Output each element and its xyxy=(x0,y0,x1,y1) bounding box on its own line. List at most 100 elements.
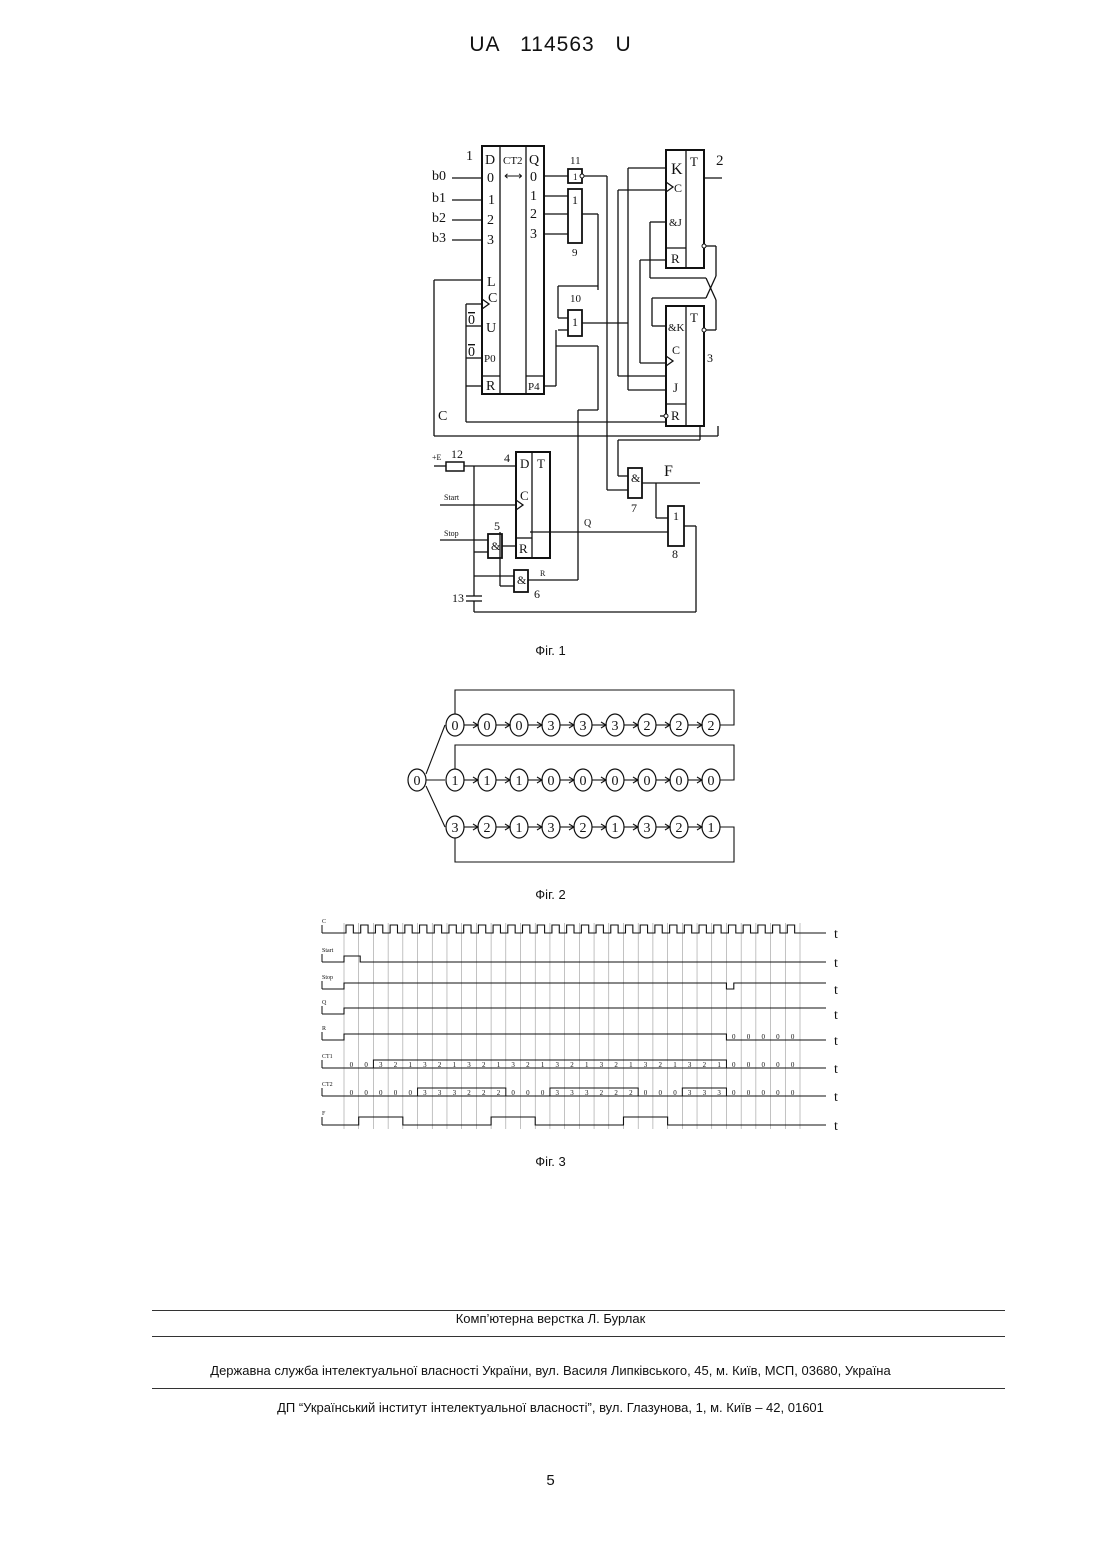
ct2-value-11: 0 xyxy=(511,1089,515,1097)
state-label-0-3: 3 xyxy=(548,719,555,734)
ct1-value-8: 3 xyxy=(467,1061,471,1069)
ct2-value-15: 3 xyxy=(570,1089,574,1097)
state-label-0-4: 3 xyxy=(580,719,587,734)
ct2-value-3: 0 xyxy=(394,1089,398,1097)
figure-3-caption: Фіг. 3 xyxy=(0,1154,1101,1169)
signal-label-2: Stop xyxy=(322,975,333,981)
ct2-value-27: 0 xyxy=(747,1089,751,1097)
ff3-pin-k: &K xyxy=(668,322,685,334)
ff3-pin-r: R xyxy=(671,408,680,423)
time-axis-label-3: t xyxy=(834,1008,838,1023)
ct2-value-8: 2 xyxy=(467,1089,471,1097)
ct1-value-12: 2 xyxy=(526,1061,530,1069)
ct2-value-14: 3 xyxy=(556,1089,560,1097)
time-axis-label-6: t xyxy=(834,1090,838,1105)
ct2-value-18: 2 xyxy=(614,1089,618,1097)
state-label-2-1: 2 xyxy=(484,821,491,836)
start-state-label: 0 xyxy=(414,774,421,789)
state-label-2-5: 1 xyxy=(612,821,619,836)
b2-label: b2 xyxy=(432,211,446,226)
state-label-1-8: 0 xyxy=(708,774,715,789)
loop-2 xyxy=(455,827,734,862)
dff4-pin-c: C xyxy=(520,488,529,503)
start-branch-2 xyxy=(426,786,445,827)
figure-3-timing-diagram: CtStarttStoptQtRtCT1tCT2tFt0000000321321… xyxy=(0,915,1101,1145)
ct2-value-24: 3 xyxy=(703,1089,707,1097)
ct2-value-12: 0 xyxy=(526,1089,530,1097)
waveform-r xyxy=(322,1034,826,1040)
ct2-value-25: 3 xyxy=(717,1089,721,1097)
footer-agency-address: Державна служба інтелектуальної власност… xyxy=(0,1363,1101,1378)
state-label-1-6: 0 xyxy=(644,774,651,789)
state-label-2-2: 1 xyxy=(516,821,523,836)
ct2-value-13: 0 xyxy=(541,1089,545,1097)
zero-label-u: 0 xyxy=(468,313,475,328)
gate5-symbol: & xyxy=(491,539,501,553)
state-label-1-2: 1 xyxy=(516,774,523,789)
footer-institute-address: ДП “Український інститут інтелектуальної… xyxy=(0,1400,1101,1415)
plus-e-label: +E xyxy=(432,453,442,462)
footer-layout-credit: Комп’ютерна верстка Л. Бурлак xyxy=(0,1311,1101,1326)
ct2-value-20: 0 xyxy=(644,1089,648,1097)
ct2-value-7: 3 xyxy=(453,1089,457,1097)
ct1-value-26: 0 xyxy=(732,1061,736,1069)
dff4-number: 4 xyxy=(504,451,510,465)
ct1-value-15: 2 xyxy=(570,1061,574,1069)
ct1-value-3: 2 xyxy=(394,1061,398,1069)
time-axis-label-1: t xyxy=(834,956,838,971)
gate6-symbol: & xyxy=(517,573,527,587)
ct2-value-26: 0 xyxy=(732,1089,736,1097)
gate8-symbol: 1 xyxy=(673,509,679,523)
ct2-value-22: 0 xyxy=(673,1089,677,1097)
page-number: 5 xyxy=(0,1472,1101,1489)
state-label-0-8: 2 xyxy=(708,719,715,734)
signal-label-5: CT1 xyxy=(322,1054,333,1060)
state-label-0-5: 3 xyxy=(612,719,619,734)
ct2-value-19: 2 xyxy=(629,1089,633,1097)
waveform-f xyxy=(322,1117,826,1125)
state-label-2-3: 3 xyxy=(548,821,555,836)
state-label-2-7: 2 xyxy=(676,821,683,836)
dff4-pin-r: R xyxy=(519,541,528,556)
ct1-value-5: 3 xyxy=(423,1061,427,1069)
r-label: R xyxy=(540,569,546,578)
r-value-4: 0 xyxy=(791,1033,795,1041)
r-value-3: 0 xyxy=(776,1033,780,1041)
start-label: Start xyxy=(444,493,460,502)
ct1-value-4: 1 xyxy=(408,1061,412,1069)
ct1-value-23: 3 xyxy=(688,1061,692,1069)
counter-in-1: 1 xyxy=(488,193,495,208)
ff3-pin-j: J xyxy=(673,380,678,395)
ct1-value-14: 3 xyxy=(556,1061,560,1069)
state-label-0-2: 0 xyxy=(516,719,523,734)
state-label-0-0: 0 xyxy=(452,719,459,734)
counter-pin-p0: P0 xyxy=(484,353,496,365)
counter-out-1: 1 xyxy=(530,189,537,204)
time-axis-label-7: t xyxy=(834,1119,838,1134)
state-label-2-8: 1 xyxy=(708,821,715,836)
footer-rule-2 xyxy=(152,1336,1005,1337)
gate7-symbol: & xyxy=(631,471,641,485)
counter-in-2: 2 xyxy=(487,213,494,228)
gate11-number: 11 xyxy=(570,155,581,167)
signal-label-6: CT2 xyxy=(322,1082,333,1088)
waveform-q xyxy=(322,1008,826,1014)
ct1-value-9: 2 xyxy=(482,1061,486,1069)
gate10-number: 10 xyxy=(570,293,582,305)
counter-out-0: 0 xyxy=(530,170,537,185)
start-branch-0 xyxy=(426,725,445,774)
counter-pin-p4: P4 xyxy=(528,381,540,393)
ct1-value-25: 1 xyxy=(717,1061,721,1069)
ct2-value-28: 0 xyxy=(761,1089,765,1097)
r-value-1: 0 xyxy=(747,1033,751,1041)
time-axis-label-5: t xyxy=(834,1062,838,1077)
footer-rule-3 xyxy=(152,1388,1005,1389)
gate10-symbol: 1 xyxy=(572,315,578,329)
f-label: F xyxy=(664,463,673,480)
ff3-pin-c: C xyxy=(672,343,680,357)
ff2-pin-r: R xyxy=(671,251,680,266)
gate5-number: 5 xyxy=(494,519,500,533)
ct1-value-24: 2 xyxy=(703,1061,707,1069)
counter-in-0: 0 xyxy=(487,171,494,186)
ff2-t: T xyxy=(690,154,698,169)
